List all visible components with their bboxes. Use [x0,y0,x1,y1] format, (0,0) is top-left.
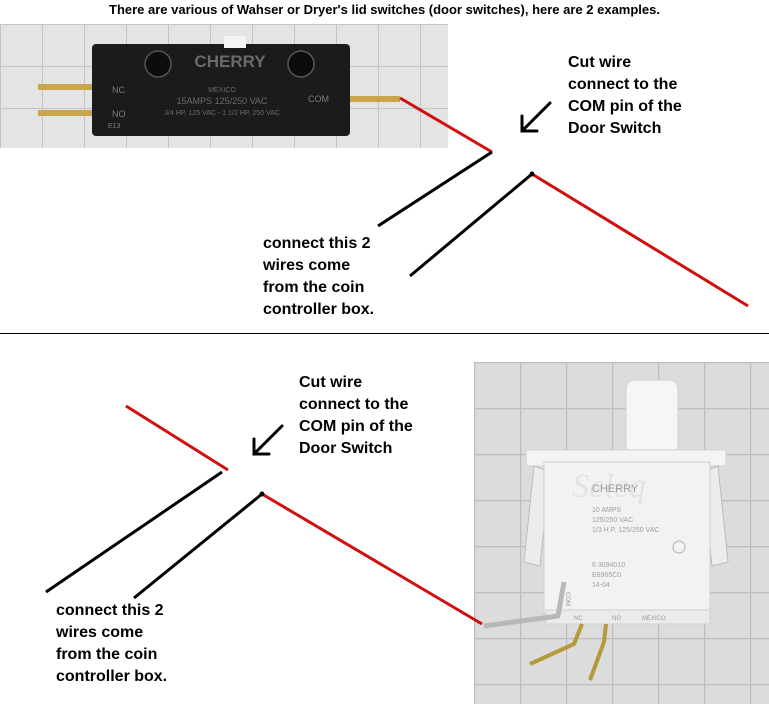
bottom-switch-body [543,461,711,615]
top-no-pin [38,110,100,116]
svg-text:MEXICO: MEXICO [642,616,666,622]
svg-text:15AMPS 125/250 VAC: 15AMPS 125/250 VAC [177,96,268,106]
svg-text:3/4 HP, 125 VAC - 1 1/2 HP, 25: 3/4 HP, 125 VAC - 1 1/2 HP, 250 VAC [164,110,280,117]
top-coin-note: connect this 2 wires come from the coin … [263,235,375,318]
top-arrow-icon [520,101,552,133]
top-red-wire-cut [531,172,749,308]
bottom-black-wire-1 [45,470,223,594]
svg-text:COM: COM [308,94,329,104]
top-brand-text: CHERRY [194,52,266,71]
watermark-text: Seleq [572,468,646,505]
bottom-arrow-icon [252,424,284,456]
svg-text:10 AMPS: 10 AMPS [592,507,622,514]
bottom-nc-pin [529,623,584,666]
bottom-no-pin [588,623,608,681]
top-black-wire-1 [377,150,493,228]
bottom-switch-photo: Seleq CHERRY 10 AMPS 125/250 VAC 1/3 H.P… [474,362,769,704]
bottom-switch-illustration: Seleq CHERRY 10 AMPS 125/250 VAC 1/3 H.P… [474,362,769,704]
svg-text:MEXICO: MEXICO [208,87,236,94]
top-com-pin [340,96,400,102]
bottom-cut-wire-note: Cut wire connect to the COM pin of the D… [299,374,413,457]
svg-text:NC: NC [112,85,125,95]
svg-text:E13: E13 [108,123,121,130]
top-nc-pin [38,84,100,90]
top-plunger [224,36,246,48]
bottom-coin-note: connect this 2 wires come from the coin … [56,602,168,685]
bottom-red-wire-1 [125,404,229,472]
top-switch-photo: CHERRY MEXICO 15AMPS 125/250 VAC 3/4 HP,… [0,24,448,148]
svg-text:NC: NC [574,616,583,622]
svg-text:125/250 VAC: 125/250 VAC [592,517,633,524]
section-divider [0,333,769,334]
svg-text:6 3094010: 6 3094010 [592,562,625,569]
bottom-red-wire-cut [261,492,483,626]
bottom-black-wire-2 [133,492,263,600]
svg-text:E6965C0: E6965C0 [592,572,621,579]
svg-text:COM: COM [564,592,570,606]
top-cut-wire-note: Cut wire connect to the COM pin of the D… [568,54,682,137]
svg-text:CHERRY: CHERRY [592,483,639,495]
svg-text:14-04: 14-04 [592,582,610,589]
svg-text:NO: NO [112,109,126,119]
top-red-wire-from-com [399,96,493,154]
bottom-com-terminal [483,581,567,629]
top-switch-illustration: CHERRY MEXICO 15AMPS 125/250 VAC 3/4 HP,… [0,24,448,148]
svg-text:1/3 H.P. 125/250 VAC: 1/3 H.P. 125/250 VAC [592,527,659,534]
top-black-wire-2 [409,172,533,278]
page-title: There are various of Wahser or Dryer's l… [109,2,660,17]
svg-text:NO: NO [612,616,621,622]
